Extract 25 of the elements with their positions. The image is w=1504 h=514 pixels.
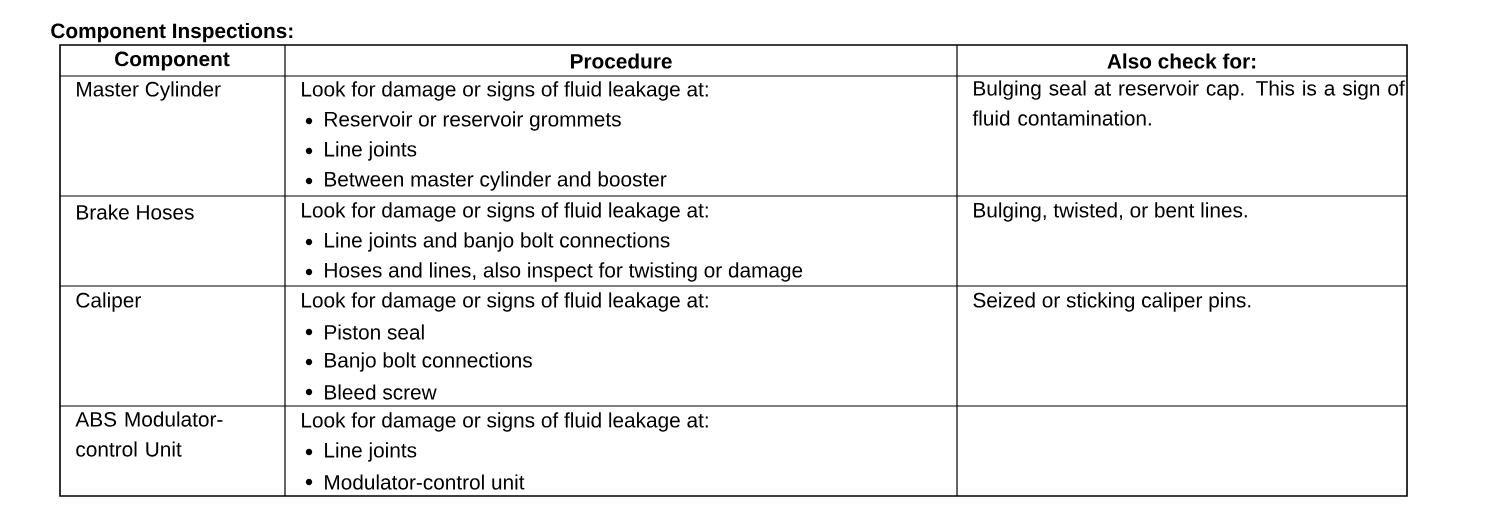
- cell-text: Reservoir or reservoir grommets: [325, 111, 621, 131]
- cell-text: Brake Hoses: [77, 204, 194, 220]
- column-header: Component: [115, 51, 230, 71]
- cell-text: Banjo bolt connections: [325, 352, 532, 372]
- column-header: Procedure: [570, 53, 672, 69]
- cell-text: Look for damage or signs of fluid leakage at:: [302, 292, 708, 312]
- cell-text: Piston seal: [325, 324, 424, 340]
- cell-text: Modulator-control unit: [325, 474, 525, 490]
- column-header: Also check for:: [1107, 53, 1256, 69]
- cell-text: Hoses and lines, also inspect for twisting or damage: [325, 262, 803, 282]
- cell-text: Between master cylinder and booster: [325, 171, 667, 191]
- cell-text: Look for damage or signs of fluid leakage at:: [302, 202, 708, 222]
- cell-text: Look for damage or signs of fluid leakage at:: [302, 81, 708, 101]
- cell-text: Line joints: [325, 442, 417, 462]
- table-title: Component Inspections:: [51, 22, 293, 43]
- cell-text: Caliper: [76, 292, 141, 312]
- cell-text: Bleed screw: [325, 384, 437, 400]
- cell-text: Bulging, twisted, or bent lines.: [974, 202, 1247, 222]
- cell-text: Line joints and banjo bolt connections: [325, 232, 670, 252]
- cell-text: Seized or sticking caliper pins.: [973, 292, 1251, 312]
- cell-text: Master Cylinder: [77, 81, 221, 101]
- cell-text: Line joints: [325, 141, 417, 161]
- cell-text: Look for damage or signs of fluid leakage at:: [302, 412, 708, 432]
- cell-text: ABS Modulator-control Unit: [75, 411, 223, 457]
- cell-text: Bulging seal at reservoir cap. This is a sign of fluid contamination.: [972, 80, 1405, 126]
